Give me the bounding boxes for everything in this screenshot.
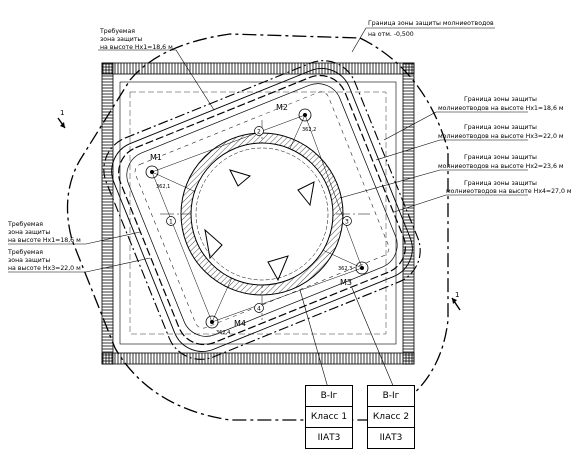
class-box-2-class: Класс 2 — [368, 407, 414, 428]
label-zone-hx3-1: Граница зоны защиты — [464, 124, 537, 131]
label-zone-hx2-2: молниеотводов на высоте Нх2=23,6 м — [438, 163, 564, 170]
central-tank — [180, 132, 344, 296]
mast-m2: М2 362,2 — [276, 103, 316, 133]
mast-m3: М3 362,3 — [338, 261, 369, 287]
class-box-2-group: IIАТ3 — [379, 433, 403, 443]
label-zone-hx4-2: молниеотводов на высоте Нх4=27,0 м — [446, 188, 572, 195]
label-zone-hx3-2: молниеотводов на высоте Нх3=22,0 м — [438, 133, 564, 140]
mast-m4: М4 362,4 — [205, 315, 246, 336]
axis-bubbles — [166, 126, 352, 313]
axis-label-1: 1 — [169, 219, 173, 226]
mast-m1-radius: 362,1 — [156, 184, 170, 190]
axis-label-2: 2 — [257, 129, 261, 136]
axis-bubble-3 — [342, 216, 352, 226]
mast-m1: М1 362,1 — [145, 153, 170, 190]
mast-m1-label: М1 — [150, 153, 162, 162]
mast-m3-radius: 362,3 — [338, 266, 352, 272]
zone-contours — [103, 60, 421, 360]
label-required-top-1: Требуемая — [99, 27, 135, 35]
label-zone-hx2-1: Граница зоны защиты — [464, 154, 537, 161]
label-required-top-2: зона защиты — [100, 36, 142, 43]
mast-m2-radius: 362,2 — [302, 127, 316, 133]
label-required-left1-2: зона защиты — [8, 229, 50, 236]
label-zone-hx1-2: молниеотводов на высоте Нх1=18,6 м — [438, 105, 564, 112]
class-box-1-zone: В-Iг — [306, 386, 352, 407]
section-mark-top: 1 — [57, 109, 66, 129]
label-required-left3-3: на высоте Нх3=22,0 м — [8, 265, 81, 272]
class-box-1-class: Класс 1 — [306, 407, 352, 428]
mast-m4-radius: 362,4 — [216, 330, 230, 336]
mast-m4-label: М4 — [234, 319, 246, 328]
label-required-top-3: на высоте Нх1=18,6 м — [100, 44, 173, 51]
axis-bubble-1 — [166, 216, 176, 226]
section-mark-bottom: 1 — [451, 291, 461, 311]
mast-m3-label: М3 — [340, 278, 352, 287]
class-box-1: В-Iг Класс 1 IIАТ3 — [305, 385, 353, 449]
label-required-left1-3: на высоте Нх1=18,6 м — [8, 237, 81, 244]
label-required-left3-2: зона защиты — [8, 257, 50, 264]
label-required-left3-1: Требуемая — [7, 248, 43, 256]
axis-bubble-4 — [254, 303, 264, 313]
zone-boundary-ground — [66, 33, 449, 421]
svg-text:1: 1 — [455, 291, 459, 299]
axis-label-4: 4 — [257, 306, 261, 313]
axis-label-3: 3 — [345, 219, 349, 226]
label-required-left1-1: Требуемая — [7, 220, 43, 228]
mast-m2-label: М2 — [276, 103, 288, 112]
label-boundary-ground-2: на отм. -0,500 — [368, 31, 414, 38]
label-zone-hx4-1: Граница зоны защиты — [464, 180, 537, 187]
leader-lines — [8, 27, 528, 389]
axis-bubble-2 — [254, 126, 264, 136]
class-box-2-zone: В-Iг — [368, 386, 414, 407]
class-box-1-group: IIАТ3 — [317, 433, 341, 443]
class-box-2: В-Iг Класс 2 IIАТ3 — [367, 385, 415, 449]
label-boundary-ground-1: Граница зоны защиты молниеотводов — [368, 20, 494, 27]
label-zone-hx1-1: Граница зоны защиты — [464, 96, 537, 103]
svg-text:1: 1 — [60, 109, 64, 117]
